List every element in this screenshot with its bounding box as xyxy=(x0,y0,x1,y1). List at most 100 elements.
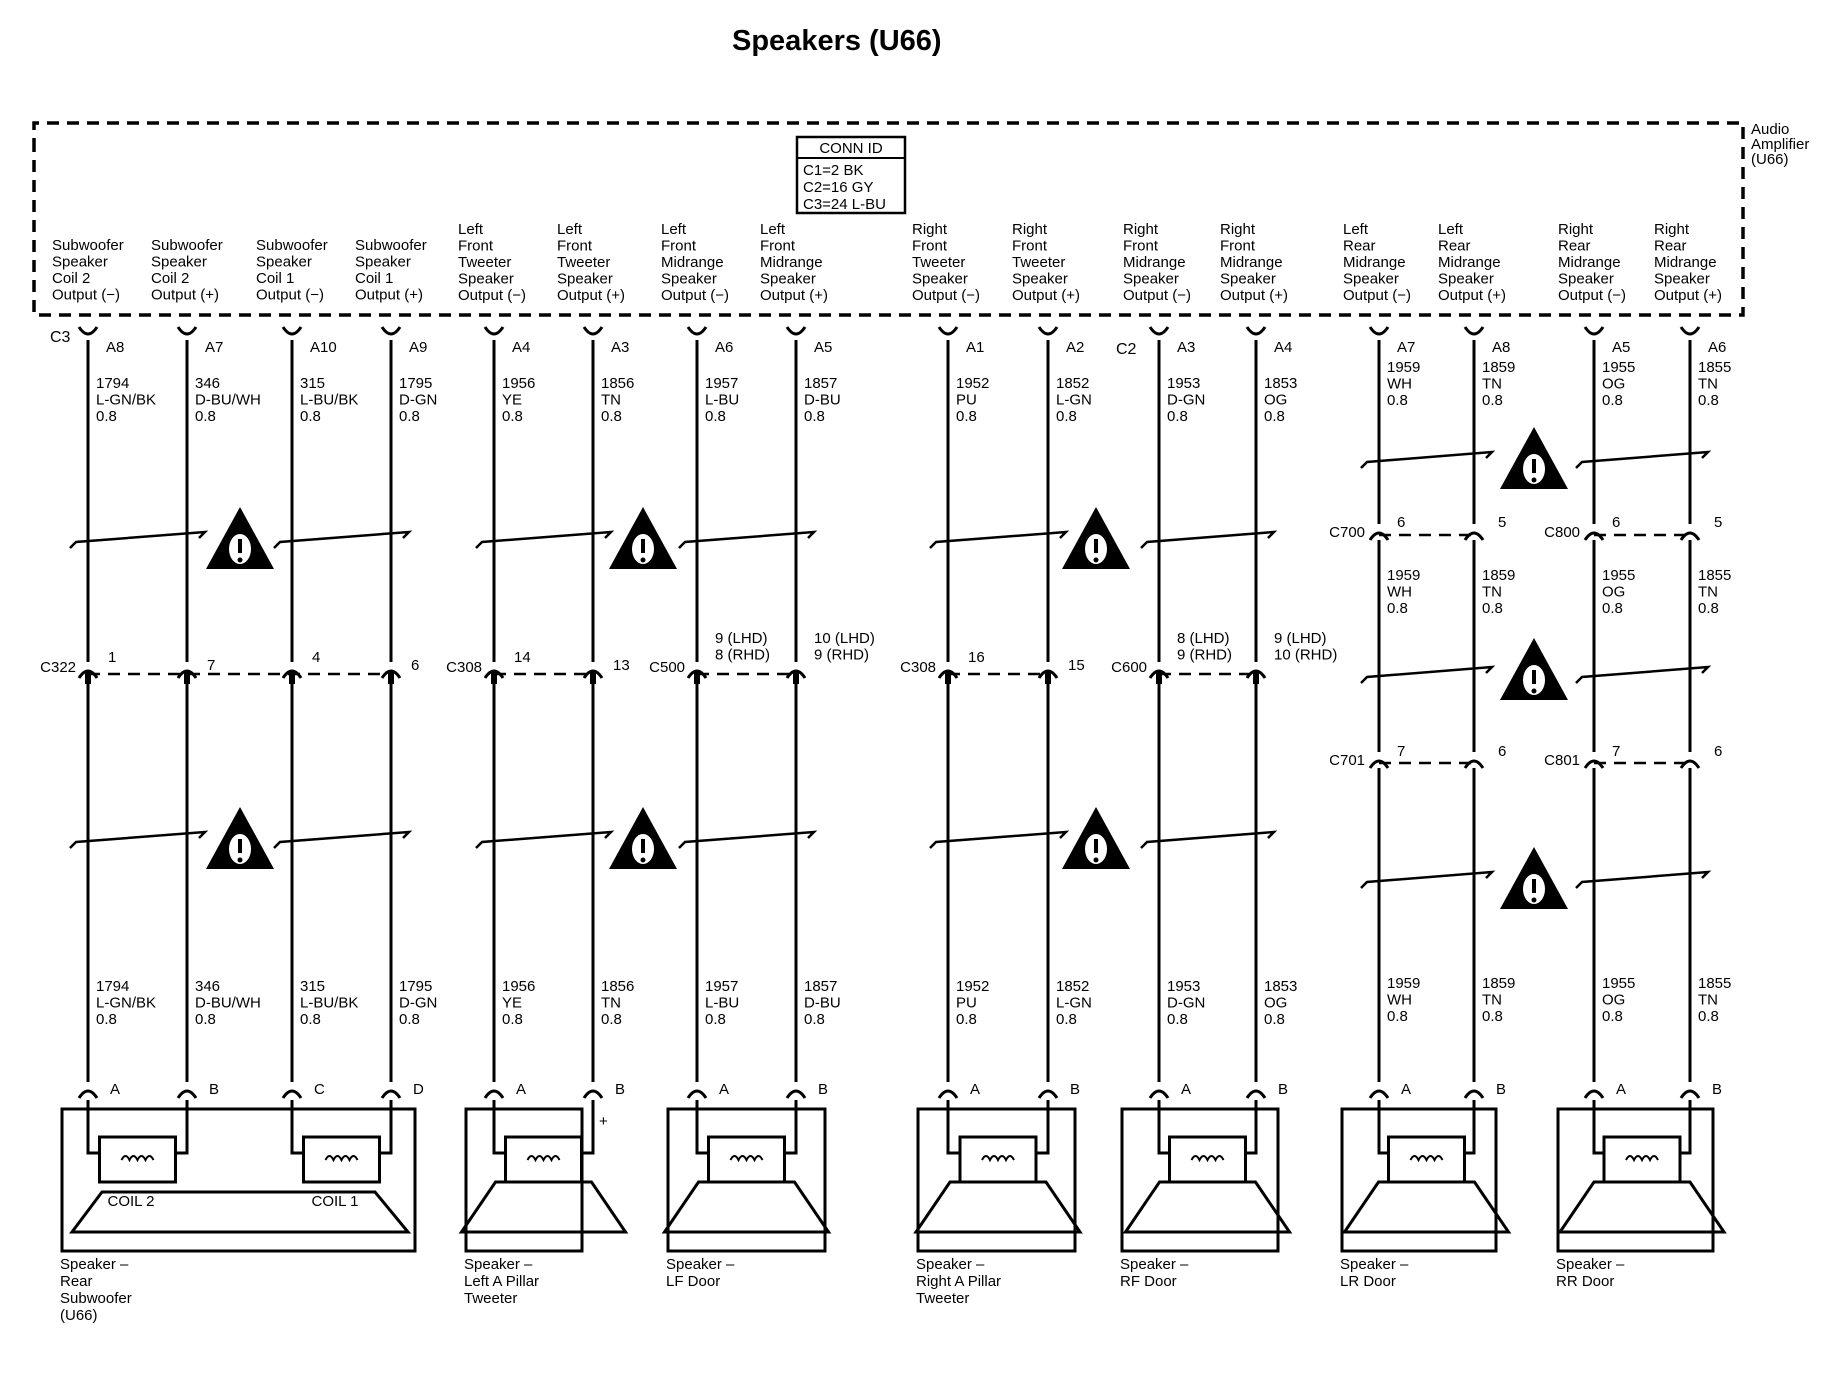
wire-label-bottom: 1855 xyxy=(1698,975,1731,992)
twisted-pair-mark xyxy=(1140,530,1278,549)
speaker-name: Rear xyxy=(60,1273,93,1290)
speaker-pin-label: A xyxy=(970,1081,980,1098)
inline-connector-label: C500 xyxy=(649,659,685,676)
warning-icon-dot xyxy=(640,557,646,563)
wire-label-bottom: OG xyxy=(1264,995,1287,1012)
speaker-terminal xyxy=(176,1089,198,1099)
warning-icon-dot xyxy=(1531,897,1537,903)
circuit-description: Output (+) xyxy=(1654,287,1722,304)
circuit-description: Output (−) xyxy=(661,287,729,304)
wire-label-mid: TN xyxy=(1482,584,1502,601)
speaker-pin-label: A xyxy=(719,1081,729,1098)
circuit-description: Tweeter xyxy=(458,254,511,271)
circuit-description: Front xyxy=(557,238,593,255)
speaker-name: Speaker – xyxy=(60,1256,129,1273)
amp-terminal xyxy=(1037,326,1059,336)
speaker-name: RF Door xyxy=(1120,1273,1177,1290)
circuit-description: Front xyxy=(912,238,948,255)
circuit-description: Right xyxy=(1123,221,1159,238)
circuit-description: Midrange xyxy=(1343,254,1406,271)
circuit-description: Front xyxy=(661,238,697,255)
wire-label-bottom: 1856 xyxy=(601,978,634,995)
inline-pin-block xyxy=(388,672,394,684)
inline-terminal xyxy=(785,669,807,679)
speaker-name: Speaker – xyxy=(1120,1256,1189,1273)
wire-label-bottom: L-BU xyxy=(705,995,739,1012)
coil-lead xyxy=(290,1100,304,1155)
coil-lead xyxy=(175,1100,189,1155)
speaker-pin-label: B xyxy=(615,1081,625,1098)
twisted-pair-mark xyxy=(273,830,413,849)
inline-pin-block xyxy=(491,672,497,684)
wire-label-top: TN xyxy=(601,392,621,409)
wire-label-bottom: 0.8 xyxy=(1698,1008,1719,1025)
wire-label-top: 0.8 xyxy=(804,408,825,425)
inline-pin-block xyxy=(793,672,799,684)
inline-pin-block xyxy=(184,672,190,684)
circuit-description: Right xyxy=(912,221,948,238)
wire-label-bottom: 0.8 xyxy=(601,1011,622,1028)
coil-lead xyxy=(379,1100,393,1155)
conn-id-table xyxy=(795,135,907,215)
wire-label-bottom: L-GN xyxy=(1056,995,1092,1012)
wire-label-top: 1956 xyxy=(502,375,535,392)
coil-lead xyxy=(946,1100,960,1155)
twisted-pair-mark xyxy=(69,830,209,849)
amp-pin-label: A9 xyxy=(409,339,427,356)
coil-winding xyxy=(120,1155,155,1163)
twisted-pair-mark xyxy=(1360,870,1496,889)
wire-label-top: 0.8 xyxy=(195,408,216,425)
inline-pin-label: 1 xyxy=(108,649,116,666)
door-connector-label: C700 xyxy=(1329,524,1365,541)
inline-pin-label: 6 xyxy=(411,657,419,674)
circuit-description: Speaker xyxy=(760,271,816,288)
circuit-description: Speaker xyxy=(52,254,108,271)
wire-label-bottom: 0.8 xyxy=(705,1011,726,1028)
coil-label: COIL 2 xyxy=(108,1193,155,1210)
circuit-description: Output (−) xyxy=(458,287,526,304)
wire-label-mid: 1959 xyxy=(1387,567,1420,584)
door-pin-label: 6 xyxy=(1397,514,1405,531)
wire-label-top: 1959 xyxy=(1387,359,1420,376)
inline-terminal xyxy=(937,669,959,679)
diagram-title: Speakers (U66) xyxy=(732,25,942,57)
wire-label-bottom: 0.8 xyxy=(1482,1008,1503,1025)
circuit-description: Output (+) xyxy=(557,287,625,304)
circuit-description: Speaker xyxy=(661,271,717,288)
amp-pin-label: A7 xyxy=(205,339,223,356)
speaker-pin-label: A xyxy=(1616,1081,1626,1098)
coil-winding xyxy=(1190,1155,1225,1163)
speaker-pin-label: B xyxy=(1712,1081,1722,1098)
circuit-description: Output (−) xyxy=(1123,287,1191,304)
circuit-description: Output (+) xyxy=(151,287,219,304)
circuit-description: Front xyxy=(458,238,494,255)
amplifier-name: (U66) xyxy=(1751,151,1789,168)
wire-label-top: D-GN xyxy=(399,392,437,409)
amp-terminal xyxy=(483,326,505,336)
circuit-description: Right xyxy=(1012,221,1048,238)
wire-label-bottom: 1956 xyxy=(502,978,535,995)
wire-label-top: 1857 xyxy=(804,375,837,392)
wire-label-bottom: 1795 xyxy=(399,978,432,995)
door-terminal xyxy=(1583,531,1605,541)
wire-label-bottom: 1857 xyxy=(804,978,837,995)
wire-label-top: 0.8 xyxy=(601,408,622,425)
speaker-name: Right A Pillar xyxy=(916,1273,1001,1290)
wire-label-bottom: 0.8 xyxy=(300,1011,321,1028)
coil-winding xyxy=(981,1155,1015,1163)
wire-label-top: 0.8 xyxy=(96,408,117,425)
inline-pin-label: 4 xyxy=(312,649,320,666)
amp-terminal xyxy=(380,326,402,336)
amp-pin-label: A7 xyxy=(1397,339,1415,356)
wire-label-top: 1957 xyxy=(705,375,738,392)
amp-pin-label: A6 xyxy=(1708,339,1726,356)
inline-pin-label: 9 (LHD) xyxy=(1274,630,1327,647)
wire-label-top: 0.8 xyxy=(1698,392,1719,409)
twisted-pair-mark xyxy=(475,530,615,549)
speaker-terminal xyxy=(1148,1089,1170,1099)
twisted-pair-mark xyxy=(1360,450,1496,469)
twisted-pair-mark xyxy=(273,530,413,549)
amp-pin-label: A10 xyxy=(310,339,337,356)
conn-id-row: C2=16 GY xyxy=(803,179,873,196)
wire-label-bottom: D-BU xyxy=(804,995,841,1012)
